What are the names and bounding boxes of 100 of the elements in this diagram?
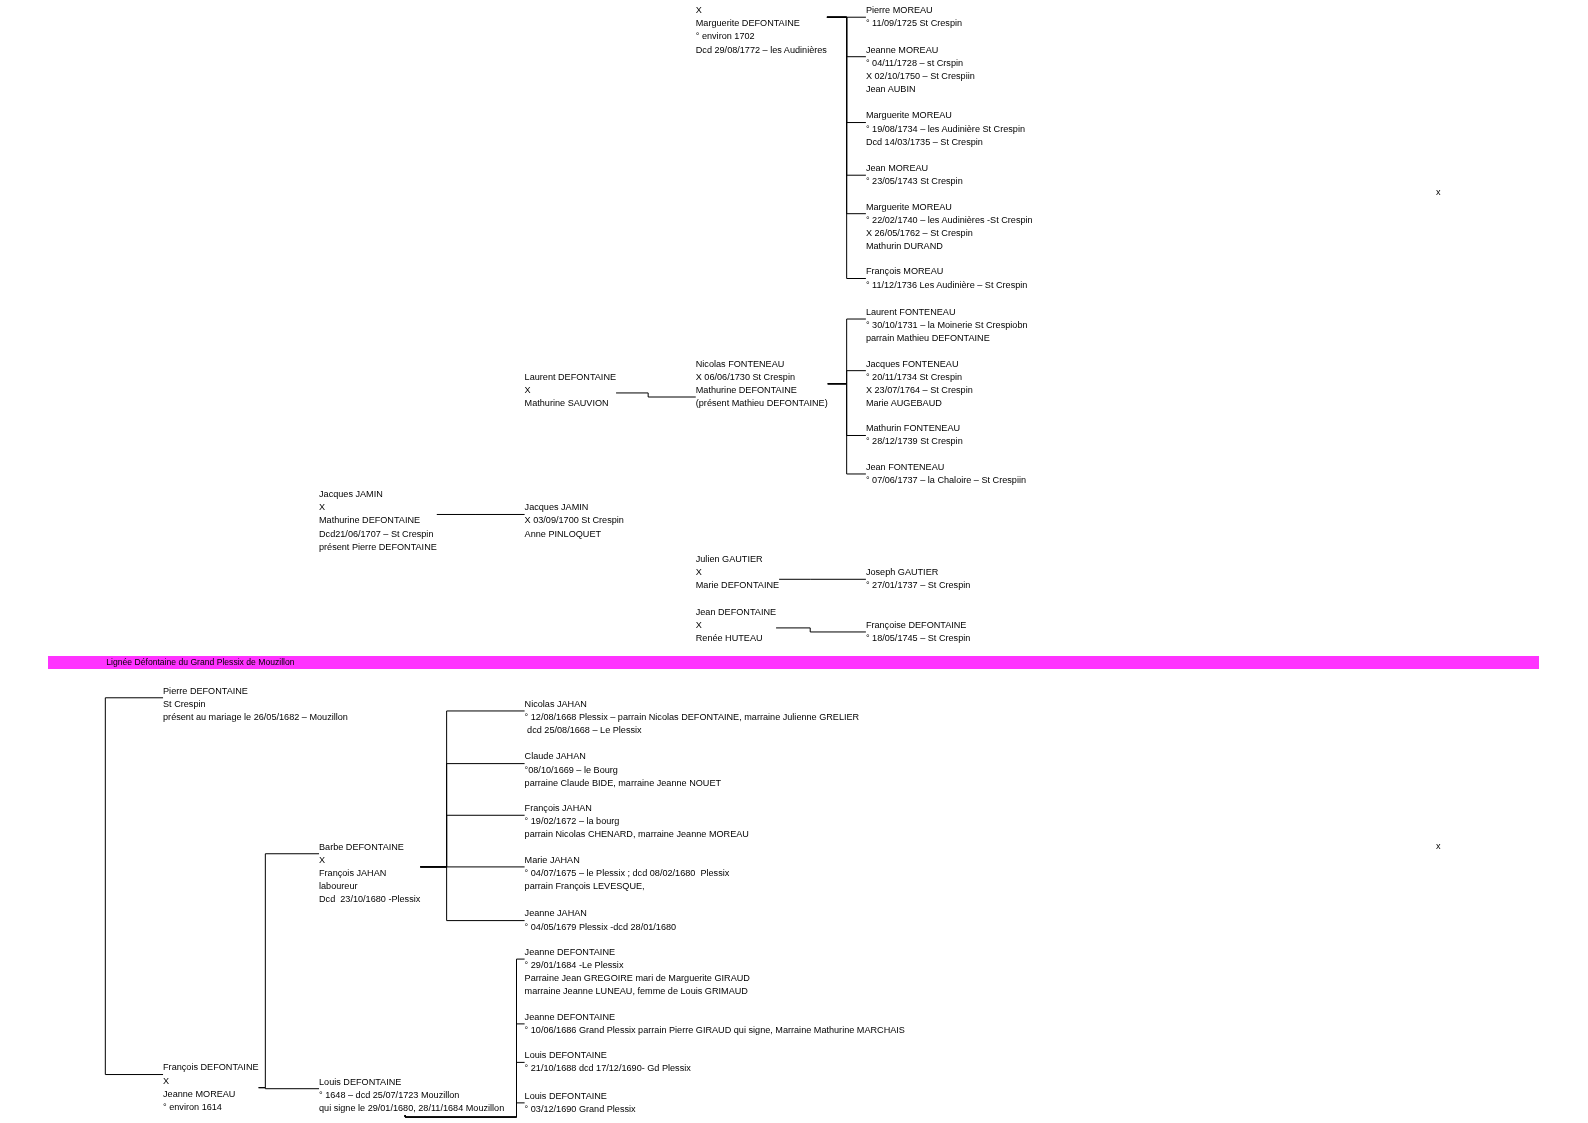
person-entry-heading: Louis DEFONTAINE [524, 1049, 607, 1063]
cross-mark-text: x [1436, 186, 1441, 200]
record-line: ° 04/11/1728 – st Crspin [865, 56, 964, 70]
record-line: ° 11/09/1725 St Crespin [865, 17, 963, 31]
record-line: laboureur [319, 880, 358, 894]
record-line: Marie DEFONTAINE [695, 579, 780, 593]
record-line: X 03/09/1700 St Crespin [524, 514, 624, 528]
cross-mark-text: x [1436, 839, 1441, 853]
family-line [436, 514, 526, 515]
record-line: parrain Mathieu DEFONTAINE [865, 332, 990, 346]
record-line: ° 29/01/1684 -Le Plessix [524, 959, 624, 973]
record-line: ° 11/12/1736 Les Audinière – St Crespin [865, 278, 1028, 292]
record-line: François JAHAN [319, 866, 387, 880]
record-line: ° 21/10/1688 dcd 17/12/1690- Gd Plessix [524, 1062, 691, 1076]
person-entry-heading: Louis DEFONTAINE [524, 1089, 607, 1103]
record-line: X 23/07/1764 – St Crespin [865, 383, 973, 397]
record-line: °08/10/1669 – le Bourg [524, 763, 618, 777]
record-line: ° 04/07/1675 – le Plessix ; dcd 08/02/1680 Plessix [524, 866, 730, 880]
record-line: dcd 25/08/1668 – Le Plessix [526, 724, 642, 738]
record-line: ° 03/12/1690 Grand Plessix [524, 1102, 636, 1116]
person-entry-heading: Jacques JAMIN [319, 488, 383, 502]
record-line: ° environ 1614 [163, 1100, 222, 1114]
record-line: X [695, 618, 702, 632]
record-line: ° 20/11/1734 St Crespin [865, 370, 963, 384]
family-line [258, 1087, 320, 1090]
record-line: parraine Claude BIDE, marraine Jeanne NOUET [524, 776, 722, 790]
record-line: X 26/05/1762 – St Crespin [865, 226, 973, 240]
record-line: ° 10/06/1686 Grand Plessix parrain Pierre GIRAUD qui signe, Marraine Mathurine MARCHAIS [524, 1023, 905, 1037]
person-entry-heading: Laurent DEFONTAINE [524, 370, 617, 384]
record-line: ° 22/02/1740 – les Audinières -St Crespin [865, 213, 1033, 227]
family-line [778, 578, 867, 580]
person-entry-heading: Mathurin FONTENEAU [865, 422, 961, 436]
record-line: ° 28/12/1739 St Crespin [865, 435, 963, 449]
record-line: Jeanne MOREAU [163, 1087, 236, 1101]
person-entry-heading: Jeanne MOREAU [865, 43, 939, 57]
person-entry-heading: X [695, 4, 702, 18]
lineage-banner [47, 656, 1540, 670]
family-line [827, 383, 867, 475]
record-line: Mathurin DURAND [865, 240, 943, 254]
person-entry-heading: Barbe DEFONTAINE [319, 840, 404, 854]
family-line [775, 627, 867, 633]
family-line [615, 392, 697, 398]
record-line: marraine Jeanne LUNEAU, femme de Louis GRIMAUD [524, 985, 748, 999]
record-line: Dcd 14/03/1735 – St Crespin [865, 135, 983, 149]
record-line: ° environ 1702 [695, 30, 755, 44]
record-line: ° 19/02/1672 – la bourg [524, 815, 620, 829]
person-entry-heading: Nicolas FONTENEAU [695, 357, 785, 371]
record-line: Dcd21/06/1707 – St Crespin [319, 527, 434, 541]
record-line: X 02/10/1750 – St Crespiin [865, 69, 975, 83]
record-line: ° 18/05/1745 – St Crespin [865, 631, 971, 645]
person-entry-heading: Marguerite MOREAU [865, 109, 952, 123]
person-entry-heading: Laurent FONTENEAU [865, 305, 956, 319]
record-line: Jean AUBIN [865, 83, 916, 97]
record-line: ° 30/10/1731 – la Moinerie St Crespiobn [865, 319, 1028, 332]
record-line: X [319, 853, 326, 867]
record-line: ° 12/08/1668 Plessix – parrain Nicolas DEFONTAINE, marraine Julienne GRELIER [524, 710, 860, 724]
record-line: St Crespin [163, 697, 206, 711]
person-entry-heading: Marie JAHAN [524, 853, 580, 867]
record-line: Parraine Jean GREGOIRE mari de Marguerite GIRAUD [524, 972, 750, 986]
record-line: X 06/06/1730 St Crespin [695, 370, 795, 384]
person-entry-heading: Joseph GAUTIER [865, 566, 939, 580]
person-entry-heading: François DEFONTAINE [163, 1061, 259, 1075]
record-line: parrain François LEVESQUE, [524, 880, 645, 894]
person-entry-heading: Jean DEFONTAINE [695, 605, 777, 619]
record-line: qui signe le 29/01/1680, 28/11/1684 Mouzillon [319, 1101, 505, 1115]
person-entry-heading: Jacques FONTENEAU [865, 357, 959, 371]
record-line: ° 27/01/1737 – St Crespin [865, 579, 971, 593]
person-entry-heading: Louis DEFONTAINE [319, 1075, 402, 1089]
person-entry-heading: François JAHAN [524, 802, 592, 816]
family-line [104, 697, 164, 1076]
family-line [404, 1102, 526, 1118]
person-entry-heading: Pierre MOREAU [865, 4, 933, 18]
person-entry-heading: Jean FONTENEAU [865, 460, 945, 474]
record-line: Renée HUTEAU [695, 631, 763, 645]
person-entry-heading: Claude JAHAN [524, 750, 586, 764]
record-line: Marie AUGEBAUD [865, 397, 942, 410]
person-entry-heading: Jeanne DEFONTAINE [524, 945, 616, 959]
person-entry-heading: François MOREAU [865, 265, 944, 279]
record-line: ° 19/08/1734 – les Audinière St Crespin [865, 122, 1025, 136]
record-line: Mathurine DEFONTAINE [319, 514, 421, 528]
person-entry-heading: Pierre DEFONTAINE [163, 684, 248, 698]
record-line: X [695, 566, 702, 580]
person-entry-heading: Françoise DEFONTAINE [865, 618, 967, 632]
person-entry-heading: Jacques JAMIN [524, 501, 589, 515]
record-line: Anne PINLOQUET [524, 527, 602, 541]
family-line [419, 866, 526, 922]
record-line: X [163, 1074, 170, 1088]
record-line: parrain Nicolas CHENARD, marraine Jeanne MOREAU [524, 828, 749, 842]
family-line [826, 16, 867, 279]
person-entry-heading: Jean MOREAU [865, 162, 929, 176]
person-entry-heading: Jeanne DEFONTAINE [524, 1010, 616, 1024]
person-entry-heading: Julien GAUTIER [695, 552, 763, 566]
person-entry-heading: Marguerite MOREAU [865, 200, 952, 214]
record-line: ° 1648 – dcd 25/07/1723 Mouzillon [319, 1088, 460, 1102]
record-line: Marguerite DEFONTAINE [695, 17, 800, 31]
record-line: présent Pierre DEFONTAINE [319, 540, 437, 554]
person-entry-heading: Jeanne JAHAN [524, 907, 587, 921]
record-line: présent au mariage le 26/05/1682 – Mouzillon [163, 710, 348, 724]
record-line: X [319, 501, 326, 515]
record-line: ° 07/06/1737 – la Chaloire – St Crespiin [865, 473, 1026, 487]
